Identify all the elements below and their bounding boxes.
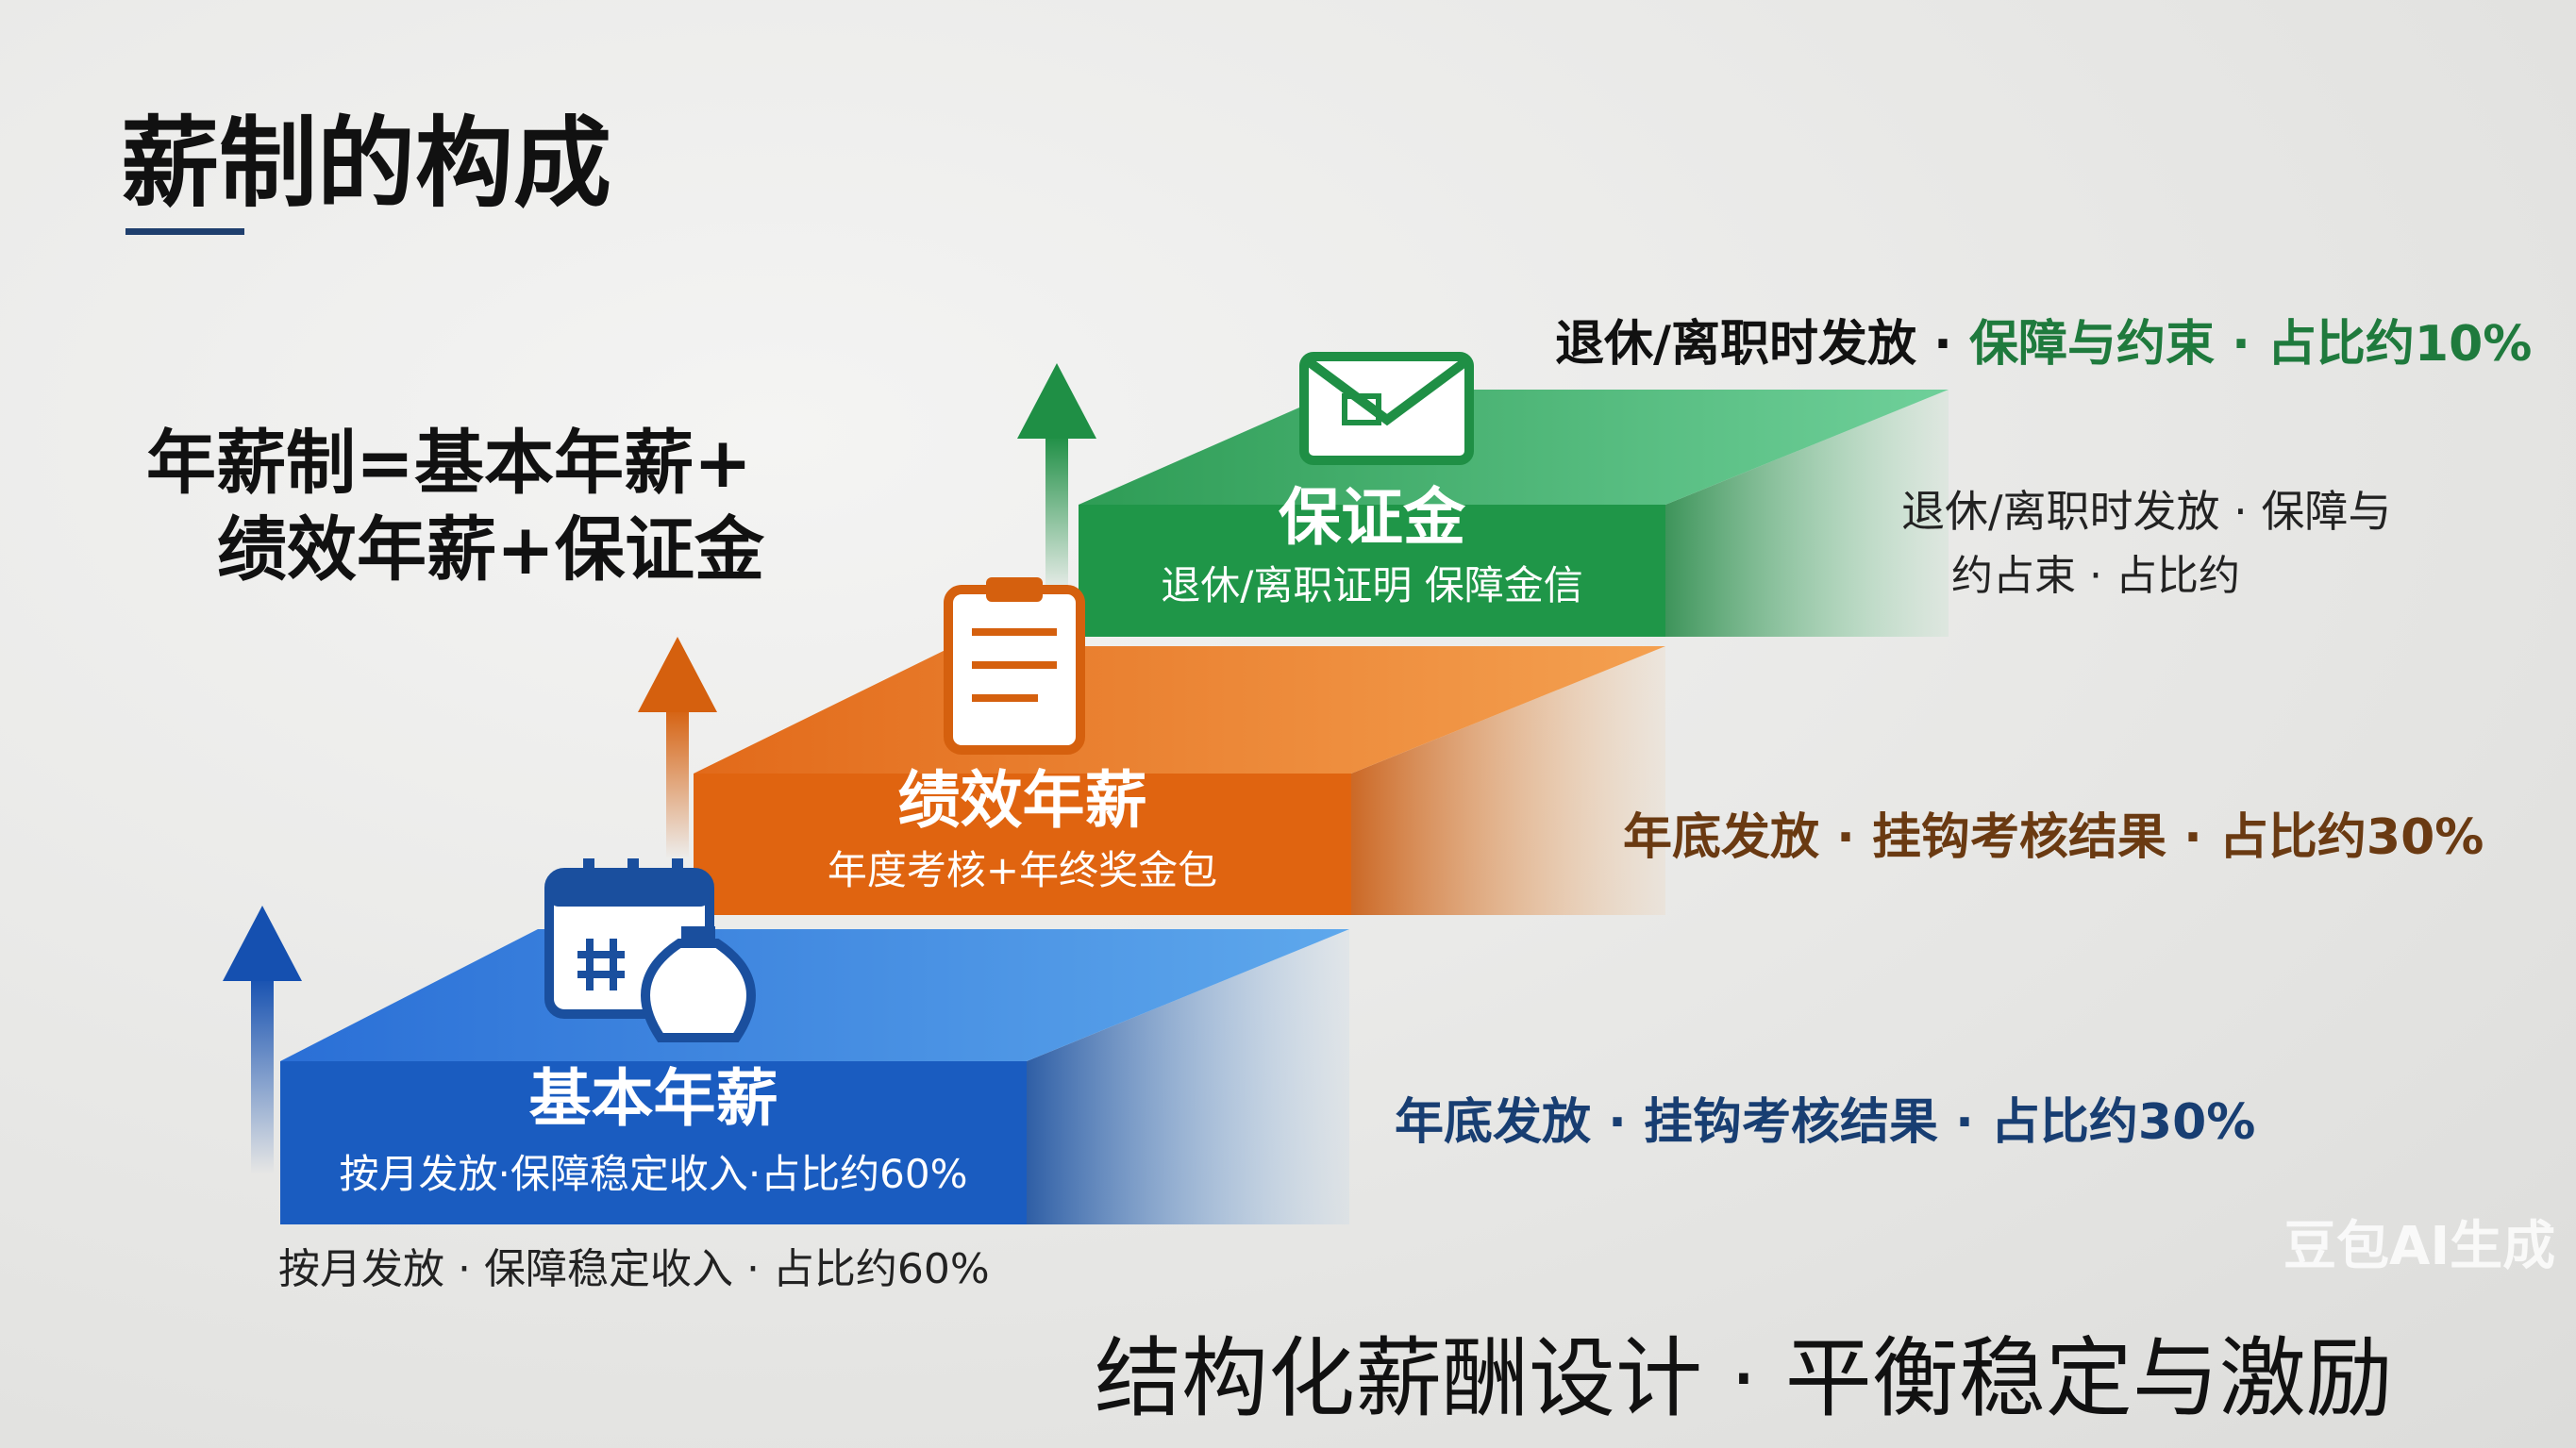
green-note-top: 退休/离职时发放 · 保障与约束 · 占比约10% [1555,316,2532,373]
envelope-icon [1299,352,1474,465]
title-underline [125,228,244,235]
step-sub-performance: 年度考核+年终奖金包 [827,847,1218,893]
step-title-bond: 保证金 [1279,481,1465,554]
green-step-side [1665,390,1949,637]
clipboard-checklist-icon [944,577,1085,755]
formula-line-1: 年薪制=基本年薪+ [146,423,753,504]
green-up-arrow [1017,363,1096,596]
formula-line-2: 绩效年薪+保证金 [217,509,765,591]
step-title-performance: 绩效年薪 [897,764,1147,837]
orange-step-side [1351,646,1665,915]
green-note-side-2: 约占束 · 占比约 [1951,552,2240,600]
blue-step-side [1027,929,1349,1224]
green-note-top-a: 退休/离职时发放 · [1555,316,1969,373]
blue-up-arrow [223,906,302,1174]
step-sub-bond: 退休/离职证明 保障金信 [1161,562,1583,608]
orange-note: 年底发放 · 挂钩考核结果 · 占比约30% [1623,809,2484,866]
blue-note: 年底发放 · 挂钩考核结果 · 占比约30% [1395,1094,2256,1151]
green-step-top [1079,390,1949,505]
watermark: 豆包AI生成 [2283,1216,2556,1277]
formula: 年薪制=基本年薪+ 绩效年薪+保证金 [146,420,764,593]
green-step-front [1079,505,1665,637]
step-sub-base: 按月发放·保障稳定收入·占比约60% [339,1151,968,1197]
orange-up-arrow [638,637,717,858]
green-note-top-b: 保障与约束 · 占比约10% [1968,316,2533,373]
below-blue-note: 按月发放 · 保障稳定收入 · 占比约60% [278,1245,990,1293]
tagline: 结构化薪酬设计 · 平衡稳定与激励 [1095,1328,2393,1429]
green-note-side-1: 退休/离职时发放 · 保障与 [1901,486,2392,537]
orange-step-front [694,774,1351,915]
orange-step-top [694,646,1665,774]
step-title-base: 基本年薪 [528,1062,778,1135]
blue-step-front [280,1061,1027,1224]
page-title: 薪制的构成 [121,106,612,221]
calendar-money-bag-icon [544,858,756,1042]
